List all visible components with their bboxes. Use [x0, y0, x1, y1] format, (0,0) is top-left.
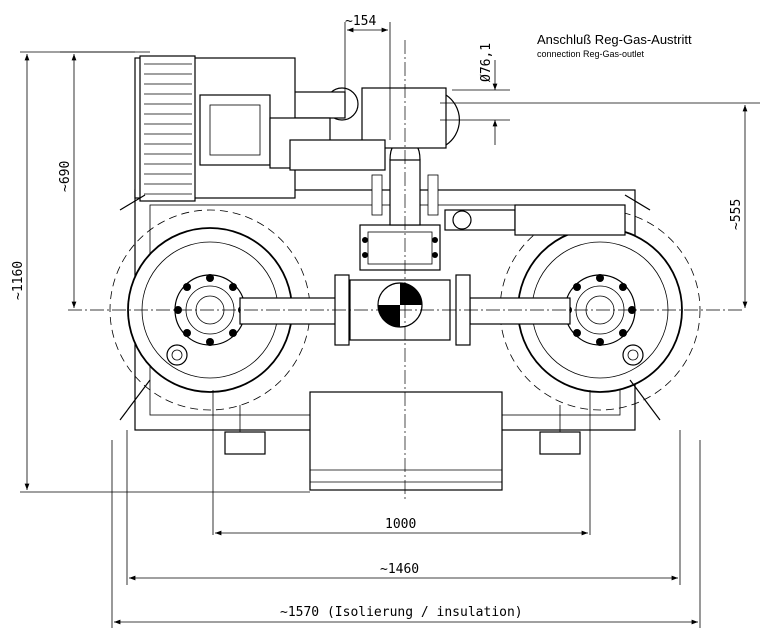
- dim-154: ~154: [345, 14, 376, 29]
- dim-1570: ~1570 (Isolierung / insulation): [280, 605, 523, 620]
- regen-gas-housing: [284, 87, 460, 149]
- bottom-tank: [309, 391, 503, 491]
- dim-690: ~690: [58, 161, 73, 192]
- dim-1000: 1000: [385, 517, 416, 532]
- dimension-labels: ~154 Ø76,1 ~690 ~1160 ~555 1000 ~1460 ~1…: [11, 14, 744, 620]
- callout-en: connection Reg-Gas-outlet: [537, 49, 645, 59]
- dim-1460: ~1460: [380, 562, 419, 577]
- connecting-pipes: [239, 274, 571, 346]
- filter-unit: [444, 204, 626, 236]
- dim-1160: ~1160: [11, 261, 26, 300]
- callout-de: Anschluß Reg-Gas-Austritt: [537, 32, 692, 47]
- left-pump: [224, 431, 266, 455]
- outlet-callout: Anschluß Reg-Gas-Austritt connection Reg…: [537, 32, 692, 59]
- right-pump: [539, 431, 581, 455]
- centerlines: [20, 22, 760, 628]
- blower-motor: [134, 55, 386, 202]
- dim-555: ~555: [729, 199, 744, 230]
- dimension-lines: [24, 27, 748, 625]
- dim-76-1: Ø76,1: [479, 43, 494, 82]
- machine-body: [109, 55, 701, 491]
